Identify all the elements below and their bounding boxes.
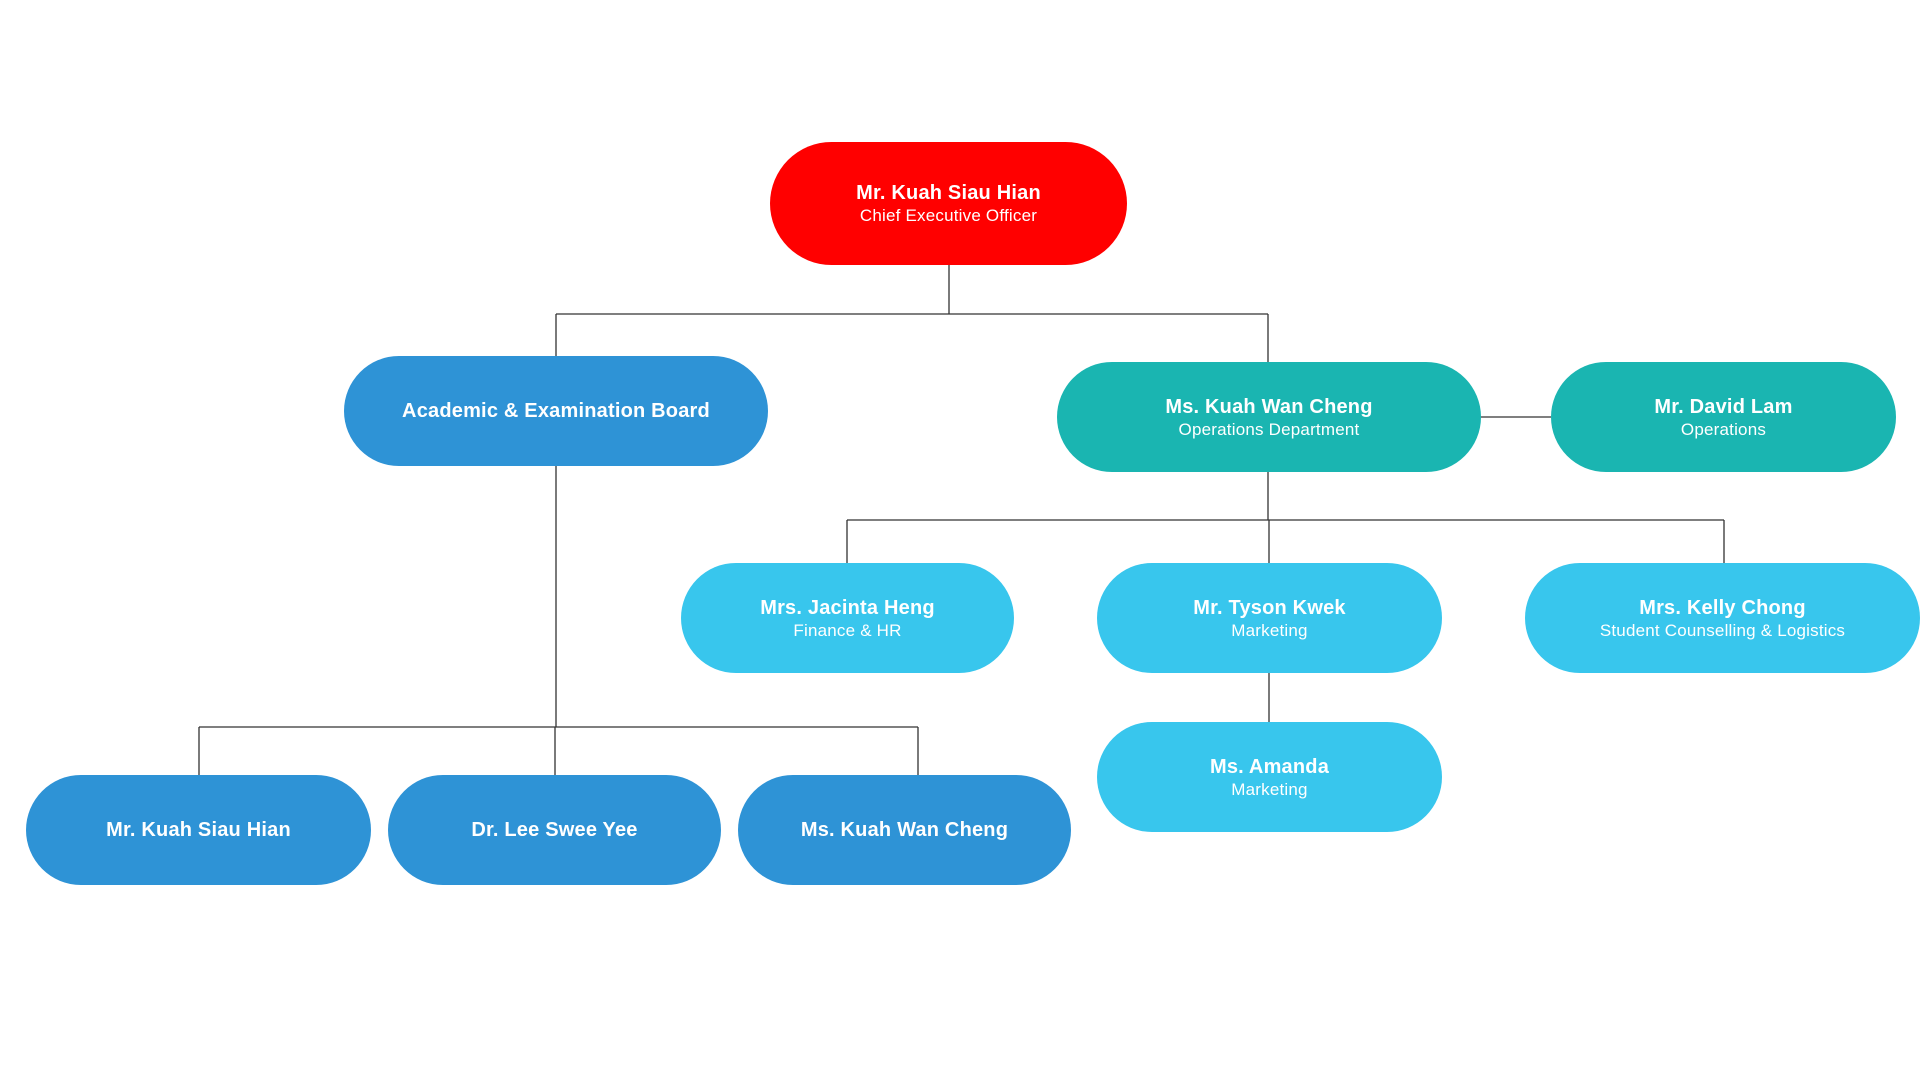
ceo-node: Mr. Kuah Siau Hian Chief Executive Offic… bbox=[770, 142, 1127, 265]
board-member-node: Mr. Kuah Siau Hian bbox=[26, 775, 371, 885]
ceo-name: Mr. Kuah Siau Hian bbox=[856, 182, 1041, 204]
board-member-name: Dr. Lee Swee Yee bbox=[471, 819, 638, 841]
marketing-lead-role: Marketing bbox=[1231, 620, 1308, 640]
operations-side-name: Mr. David Lam bbox=[1654, 395, 1793, 418]
board-member-name: Mr. Kuah Siau Hian bbox=[106, 819, 291, 841]
operations-side-node: Mr. David Lam Operations bbox=[1551, 362, 1896, 472]
operations-head-name: Ms. Kuah Wan Cheng bbox=[1165, 395, 1373, 418]
board-member-node: Ms. Kuah Wan Cheng bbox=[738, 775, 1071, 885]
finance-hr-role: Finance & HR bbox=[793, 620, 902, 640]
operations-side-role: Operations bbox=[1680, 419, 1767, 439]
counselling-logistics-node: Mrs. Kelly Chong Student Counselling & L… bbox=[1525, 563, 1920, 673]
marketing-staff-node: Ms. Amanda Marketing bbox=[1097, 722, 1442, 832]
connectors bbox=[198, 265, 1725, 775]
operations-head-node: Ms. Kuah Wan Cheng Operations Department bbox=[1057, 362, 1481, 472]
board-member-name: Ms. Kuah Wan Cheng bbox=[800, 819, 1009, 841]
board-member-node: Dr. Lee Swee Yee bbox=[388, 775, 721, 885]
marketing-lead-node: Mr. Tyson Kwek Marketing bbox=[1097, 563, 1442, 673]
operations-head-role: Operations Department bbox=[1178, 419, 1360, 439]
academic-board-node: Academic & Examination Board bbox=[344, 356, 768, 466]
finance-hr-name: Mrs. Jacinta Heng bbox=[760, 596, 935, 619]
marketing-lead-name: Mr. Tyson Kwek bbox=[1193, 596, 1346, 619]
finance-hr-node: Mrs. Jacinta Heng Finance & HR bbox=[681, 563, 1014, 673]
counselling-logistics-name: Mrs. Kelly Chong bbox=[1639, 596, 1806, 619]
academic-board-name: Academic & Examination Board bbox=[402, 400, 710, 422]
ceo-role: Chief Executive Officer bbox=[859, 206, 1038, 225]
marketing-staff-name: Ms. Amanda bbox=[1209, 755, 1330, 778]
marketing-staff-role: Marketing bbox=[1231, 779, 1308, 799]
counselling-logistics-role: Student Counselling & Logistics bbox=[1599, 620, 1846, 640]
